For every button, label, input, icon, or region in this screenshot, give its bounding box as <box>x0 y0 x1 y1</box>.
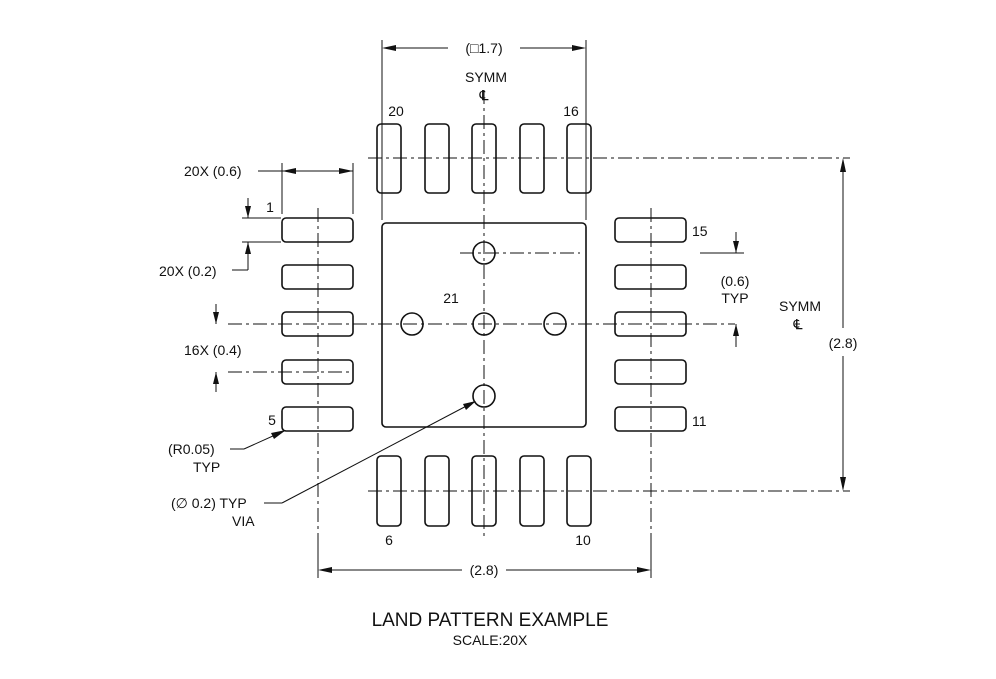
top-pads <box>376 123 592 194</box>
thermal-pad <box>381 222 587 428</box>
symm-right: SYMM ℄ <box>779 298 821 332</box>
dim-pad-width: 20X (0.2) <box>159 198 281 279</box>
dim-pitch: 16X (0.4) <box>184 304 242 392</box>
pad-10 <box>566 455 592 527</box>
pin-label-16: 16 <box>563 103 579 119</box>
via-left <box>400 312 424 336</box>
center-lines <box>228 90 850 575</box>
dim-corner-radius-typ: TYP <box>193 459 220 475</box>
drawing-title: LAND PATTERN EXAMPLE <box>372 610 609 631</box>
pin-label-10: 10 <box>575 532 591 548</box>
dim-body-width: (□1.7) <box>381 40 587 220</box>
dim-corner-radius: (R0.05) TYP <box>168 430 286 475</box>
pad-16 <box>566 123 592 194</box>
symm-top-icon: ℄ <box>479 87 489 103</box>
pin-label-1: 1 <box>266 199 274 215</box>
symm-right-label: SYMM <box>779 298 821 314</box>
dim-pad-length: 20X (0.6) <box>184 163 354 214</box>
symm-right-icon: ℄ <box>793 316 803 332</box>
pad-20 <box>376 123 402 194</box>
pad-15 <box>614 217 687 243</box>
vias <box>400 241 567 408</box>
via-top <box>472 241 496 265</box>
dim-pad-width-label: 20X (0.2) <box>159 263 217 279</box>
pad-17 <box>519 123 545 194</box>
dim-via-spacing-label: (0.6) <box>721 273 750 289</box>
left-pads <box>281 217 354 432</box>
pad-8 <box>471 455 497 527</box>
pad-11 <box>614 406 687 432</box>
right-pads <box>614 217 687 432</box>
via-bottom <box>472 384 496 408</box>
pad-1 <box>281 217 354 243</box>
via-center <box>472 312 496 336</box>
pin-label-15: 15 <box>692 223 708 239</box>
pad-12 <box>614 359 687 385</box>
pad-3 <box>281 311 354 337</box>
pad-7 <box>424 455 450 527</box>
drawing-scale: SCALE:20X <box>453 632 528 648</box>
pad-6 <box>376 455 402 527</box>
dim-via-diameter-label: (∅ 0.2) TYP <box>171 495 247 511</box>
pin-label-21: 21 <box>443 290 459 306</box>
pad-4 <box>281 359 354 385</box>
pad-14 <box>614 264 687 290</box>
pin-label-11: 11 <box>692 413 707 429</box>
dim-corner-radius-label: (R0.05) <box>168 441 215 457</box>
dim-pad-length-label: 20X (0.6) <box>184 163 242 179</box>
dim-via-label: VIA <box>232 513 255 529</box>
dim-overall-height-label: (2.8) <box>829 335 858 351</box>
pin-label-20: 20 <box>388 103 404 119</box>
pin-label-6: 6 <box>385 532 393 548</box>
bottom-pads <box>376 455 592 527</box>
dim-overall-width: (2.8) <box>317 540 652 578</box>
pin-label-5: 5 <box>268 412 276 428</box>
symm-top: SYMM ℄ <box>465 69 507 103</box>
pad-19 <box>424 123 450 194</box>
via-right <box>543 312 567 336</box>
pad-9 <box>519 455 545 527</box>
dim-overall-width-label: (2.8) <box>470 562 499 578</box>
pad-5 <box>281 406 354 432</box>
dim-pitch-label: 16X (0.4) <box>184 342 242 358</box>
dim-body-width-label: (□1.7) <box>465 40 502 56</box>
symm-top-label: SYMM <box>465 69 507 85</box>
pad-2 <box>281 264 354 290</box>
dim-via-diameter: (∅ 0.2) TYP VIA <box>171 401 476 529</box>
pad-13 <box>614 311 687 337</box>
dim-overall-height: (2.8) <box>829 158 858 491</box>
pad-18 <box>471 123 497 194</box>
dim-via-spacing: (0.6) TYP <box>700 232 749 347</box>
dim-via-spacing-typ: TYP <box>721 290 748 306</box>
